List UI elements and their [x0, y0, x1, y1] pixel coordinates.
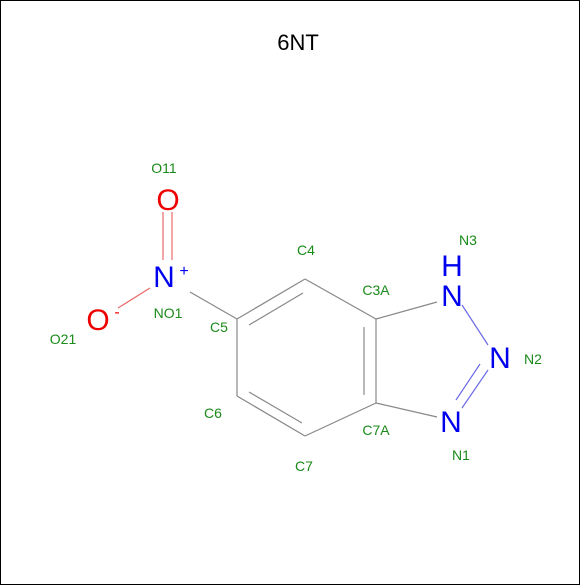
bond-c4-c3a	[304, 278, 377, 320]
atom-no1: N	[153, 261, 175, 294]
charge-no1: +	[179, 263, 188, 280]
bond-n2-n1-inner	[455, 363, 481, 401]
molecule-title: 6NT	[277, 30, 319, 55]
bond-n2-n1	[461, 369, 489, 409]
atom-n2: N	[489, 342, 511, 375]
label-o21: O21	[50, 331, 77, 347]
label-c5: C5	[210, 319, 228, 335]
benzene-ring	[236, 278, 377, 437]
atom-symbols: O O - N + H N N N	[86, 184, 511, 439]
bond-c7-c6-inner	[248, 391, 303, 424]
label-o11: O11	[151, 160, 177, 176]
label-no1: NO1	[154, 305, 183, 321]
bond-c7a-n1	[375, 402, 438, 418]
nitro-group	[117, 212, 238, 320]
atom-o21: O	[86, 304, 109, 337]
atom-labels: O11 O21 NO1 C4 C5 C6 C7 C3A C7A N3 N2 N1	[50, 160, 542, 474]
bond-c7-c6	[236, 395, 306, 437]
atom-n3-hydrogen: H	[441, 250, 463, 283]
bond-c3a-n3	[375, 301, 438, 320]
label-n2: N2	[524, 351, 542, 367]
label-c3a: C3A	[362, 282, 390, 298]
bond-c5-c4	[236, 278, 306, 320]
label-c6: C6	[204, 405, 222, 421]
label-c4: C4	[297, 242, 315, 258]
label-c7: C7	[295, 458, 313, 474]
atom-o11: O	[156, 184, 179, 217]
atom-n3: N	[441, 280, 463, 313]
label-n1: N1	[452, 447, 470, 463]
triazole-ring	[375, 301, 489, 418]
bond-c5-no1	[189, 291, 238, 320]
charge-o21: -	[114, 304, 119, 321]
label-n3: N3	[459, 232, 477, 248]
label-c7a: C7A	[362, 422, 390, 438]
bond-c7a-c7	[304, 402, 377, 437]
atom-n1: N	[440, 406, 462, 439]
bond-n3-n2	[461, 304, 489, 346]
bond-no1-o21	[117, 287, 151, 309]
bond-c5-c4-inner	[248, 292, 304, 326]
